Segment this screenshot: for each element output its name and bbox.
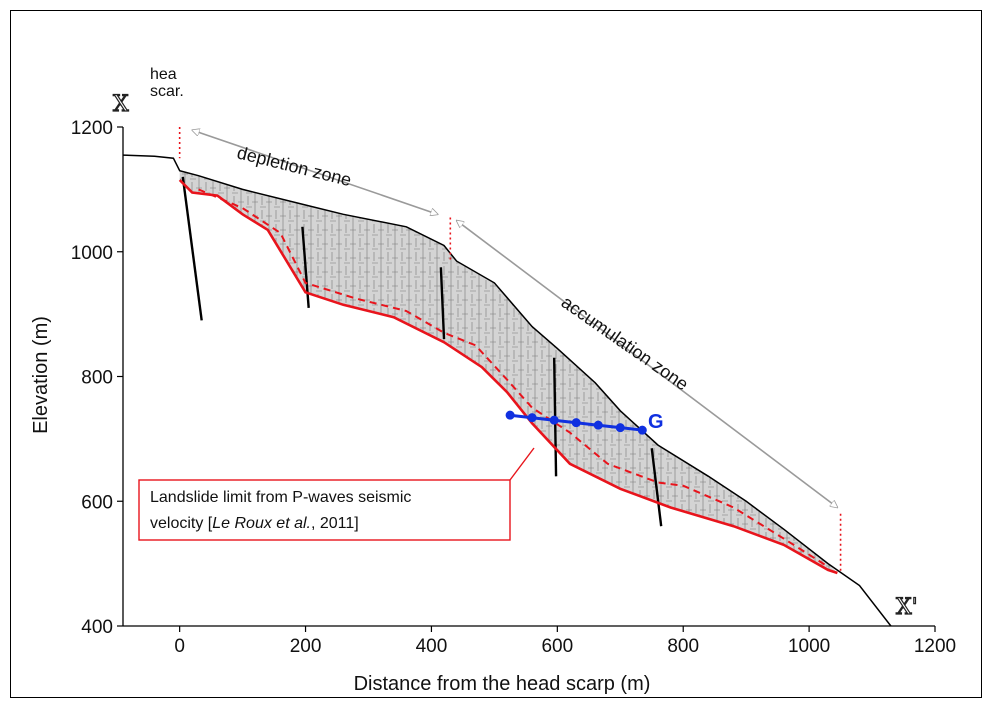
seismic-limit-annotation: Landslide limit from P-waves seismic vel… <box>138 447 535 541</box>
y-tick-label: 600 <box>81 492 113 513</box>
figure-frame <box>10 10 982 698</box>
section-end-marker: X' <box>896 595 918 620</box>
annotation-leader <box>509 447 535 481</box>
head-scarp-label-line1: hea <box>150 66 177 83</box>
profile-g-point <box>527 413 537 423</box>
profile-g-point <box>549 415 559 425</box>
x-ticks: 0 200 400 600 800 1000 1200 <box>174 626 956 657</box>
x-tick-label: 1200 <box>914 636 956 657</box>
accumulation-zone-arrow <box>457 221 838 508</box>
fault-line <box>181 176 203 321</box>
annotation-line1: Landslide limit from P-waves seismic <box>150 489 411 506</box>
x-tick-label: 200 <box>290 636 322 657</box>
x-tick-label: 0 <box>174 636 185 657</box>
annotation-line2: velocity [Le Roux et al., 2011] <box>150 515 359 532</box>
x-tick-label: 600 <box>541 636 573 657</box>
annotation-line2-prefix: velocity [ <box>150 515 213 532</box>
annotation-line2-suffix: , 2011] <box>311 515 359 532</box>
annotation-line2-italic: Le Roux et al. <box>212 515 311 532</box>
annotation-box <box>138 479 511 541</box>
x-tick-label: 400 <box>416 636 448 657</box>
x-tick-label: 1000 <box>788 636 830 657</box>
y-tick-label: 800 <box>81 368 113 389</box>
fault-line <box>439 267 446 340</box>
y-tick-label: 400 <box>81 617 113 638</box>
profile-g <box>505 410 647 435</box>
x-tick-label: 800 <box>667 636 699 657</box>
head-scarp-label-line2: scar. <box>150 83 184 100</box>
y-tick-label: 1200 <box>71 118 113 139</box>
profile-g-point <box>505 410 515 420</box>
profile-g-point <box>615 423 625 433</box>
profile-g-point <box>593 420 603 430</box>
depletion-zone-label: depletion zone <box>235 142 353 190</box>
y-axis-title: Elevation (m) <box>30 316 52 434</box>
section-start-marker: X <box>113 92 129 117</box>
zone-arrows <box>192 130 837 507</box>
y-tick-label: 1000 <box>71 243 113 264</box>
x-axis-title: Distance from the head scarp (m) <box>354 673 651 695</box>
profile-g-point <box>571 418 581 428</box>
depletion-zone-arrow <box>192 130 437 214</box>
y-ticks: 400 600 800 1000 1200 <box>71 118 123 638</box>
profile-g-label: G <box>648 411 664 433</box>
profile-g-point <box>637 425 647 435</box>
